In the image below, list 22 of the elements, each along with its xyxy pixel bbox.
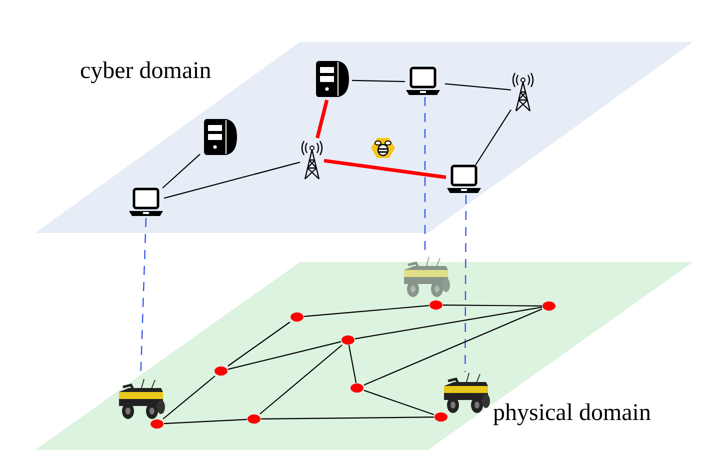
link-line (260, 344, 342, 414)
link-line (348, 344, 357, 384)
domain-label: cyber domain (80, 58, 212, 85)
link-line (162, 376, 216, 420)
link-line (475, 109, 512, 166)
link-line (228, 341, 342, 370)
link-line (364, 308, 542, 386)
link-line (324, 158, 446, 180)
link-line (261, 416, 434, 420)
link-line (443, 304, 542, 306)
link-line (352, 80, 406, 82)
domain-label: physical domain (493, 400, 651, 427)
link-line (364, 390, 434, 416)
link-line (304, 305, 430, 317)
link-line (316, 100, 329, 138)
link-line (164, 418, 248, 424)
link-line (162, 154, 200, 188)
link-line (354, 306, 542, 340)
link-line (164, 162, 300, 199)
link-line (444, 83, 512, 90)
link-line (228, 322, 290, 366)
mapping-line (464, 195, 467, 372)
